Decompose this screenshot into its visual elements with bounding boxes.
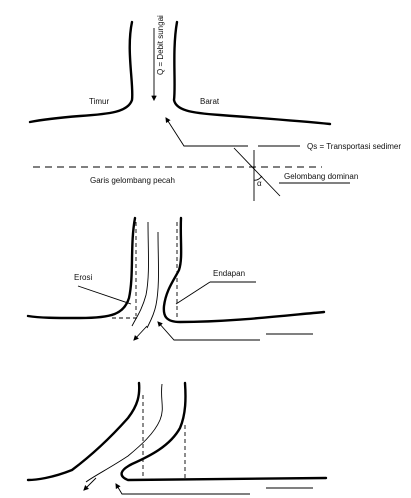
deposition-leader bbox=[176, 282, 210, 304]
panel3-left-bank bbox=[28, 383, 139, 480]
panel3-channel-line bbox=[86, 384, 162, 482]
deposition-label: Endapan bbox=[213, 269, 245, 278]
panel2-left-bank bbox=[28, 218, 135, 318]
timur-label: Timur bbox=[89, 97, 109, 106]
erosion-label: Erosi bbox=[74, 273, 92, 282]
panel3-right-bank bbox=[122, 383, 326, 480]
panel1-barat-bank bbox=[174, 22, 330, 124]
panel-2-erosion-deposition: Erosi Endapan bbox=[28, 218, 324, 340]
panel-3-migrated-mouth bbox=[28, 383, 326, 494]
debit-sungai-label: Q = Debit sungai bbox=[156, 15, 165, 75]
dominant-wave-line bbox=[234, 148, 280, 196]
barat-label: Barat bbox=[200, 97, 220, 106]
panel2-flow-arrow bbox=[134, 326, 147, 340]
sediment-transport-label: Qs = Transportasi sedimer bbox=[307, 142, 401, 151]
panel3-sediment-arrow bbox=[116, 484, 160, 494]
erosion-leader bbox=[78, 286, 131, 304]
panel2-sediment-arrow bbox=[158, 322, 212, 340]
panel1-timur-bank bbox=[30, 22, 132, 122]
sediment-transport-arrow bbox=[166, 118, 210, 146]
dominant-wave-label: Gelombang dominan bbox=[284, 172, 358, 181]
panel-1-initial-condition: Q = Debit sungai Timur Barat Qs = Transp… bbox=[30, 15, 401, 201]
breaker-line-label: Garis gelombang pecah bbox=[90, 176, 175, 185]
panel2-channel-line-1 bbox=[132, 222, 149, 326]
angle-alpha: α bbox=[257, 179, 262, 188]
